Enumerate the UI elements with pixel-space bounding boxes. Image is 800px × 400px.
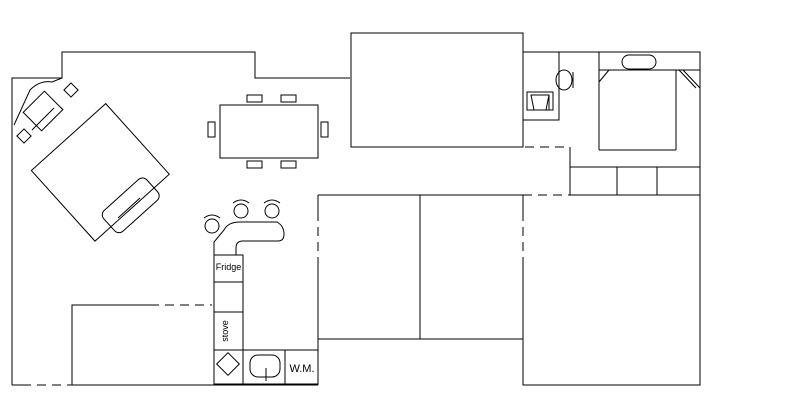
fridge-label: Fridge bbox=[216, 262, 242, 272]
corner-furniture bbox=[14, 78, 78, 143]
upper-right-rooms bbox=[523, 52, 700, 150]
washing-machine-label: W.M. bbox=[289, 363, 314, 375]
dining-table bbox=[208, 95, 328, 168]
bed bbox=[31, 104, 169, 242]
corridor bbox=[318, 147, 700, 195]
bath-fixtures bbox=[527, 70, 573, 110]
lower-rooms bbox=[318, 195, 523, 339]
kitchen: Fridge stove W.M. bbox=[214, 255, 318, 384]
upper-room bbox=[351, 33, 523, 147]
breakfast-bar bbox=[204, 200, 284, 255]
lower-left-room bbox=[72, 305, 212, 385]
stove-label: stove bbox=[220, 320, 230, 342]
exterior-walls bbox=[12, 52, 700, 385]
